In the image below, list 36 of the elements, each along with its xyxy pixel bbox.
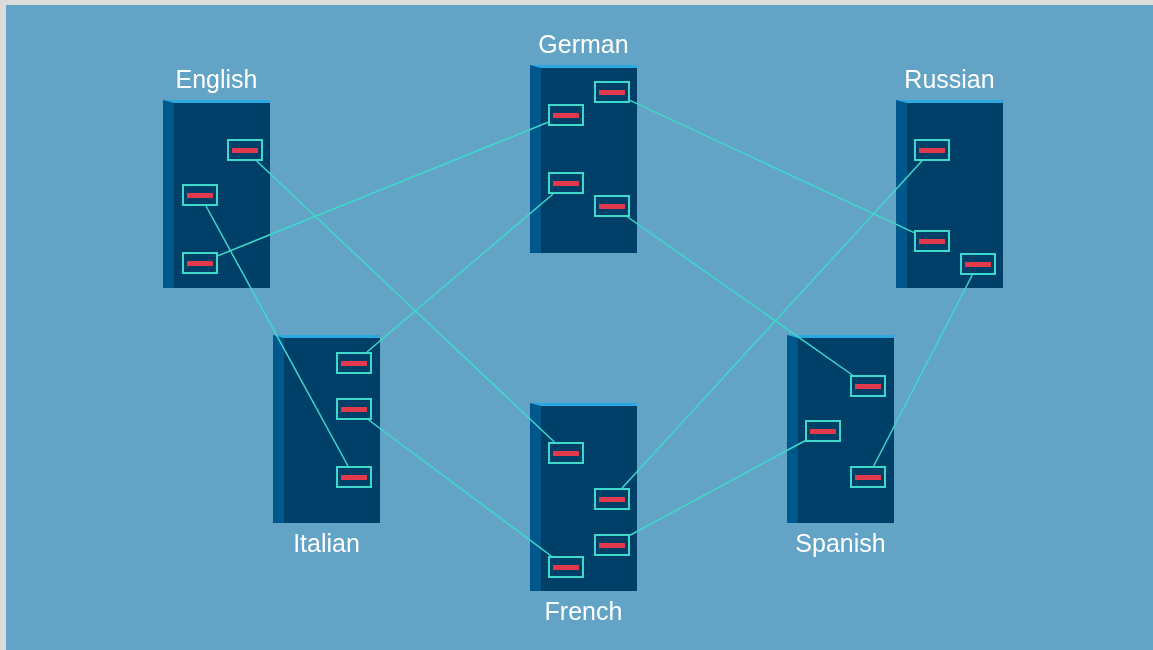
port-box [850, 466, 886, 488]
port-box [548, 556, 584, 578]
cable-line [626, 216, 854, 376]
cabinet-label: Spanish [795, 529, 886, 558]
port-box [227, 139, 263, 161]
port-box [914, 230, 950, 252]
cable-line [629, 99, 915, 234]
port-box [594, 488, 630, 510]
cable-line [366, 193, 554, 353]
cabinet-label: French [544, 597, 623, 626]
cable-line [205, 205, 349, 467]
port-box [594, 534, 630, 556]
port-box [182, 252, 218, 274]
port-box [336, 398, 372, 420]
cable-line [629, 440, 806, 536]
port-box [336, 352, 372, 374]
port-box [594, 195, 630, 217]
cable-line [255, 160, 556, 443]
port-box [548, 442, 584, 464]
cabinet-label: English [175, 65, 258, 94]
cable-line [872, 274, 974, 467]
port-box [336, 466, 372, 488]
cabinet-label: Italian [293, 529, 360, 558]
port-box [960, 253, 996, 275]
port-box [850, 375, 886, 397]
port-box [914, 139, 950, 161]
port-box [548, 172, 584, 194]
cable-line [217, 121, 549, 257]
port-box [182, 184, 218, 206]
cabinet-label: German [538, 30, 629, 59]
cable-line [368, 419, 552, 557]
port-box [805, 420, 841, 442]
cable-line [621, 160, 923, 489]
cabinet-label: Russian [904, 65, 995, 94]
port-box [594, 81, 630, 103]
port-box [548, 104, 584, 126]
